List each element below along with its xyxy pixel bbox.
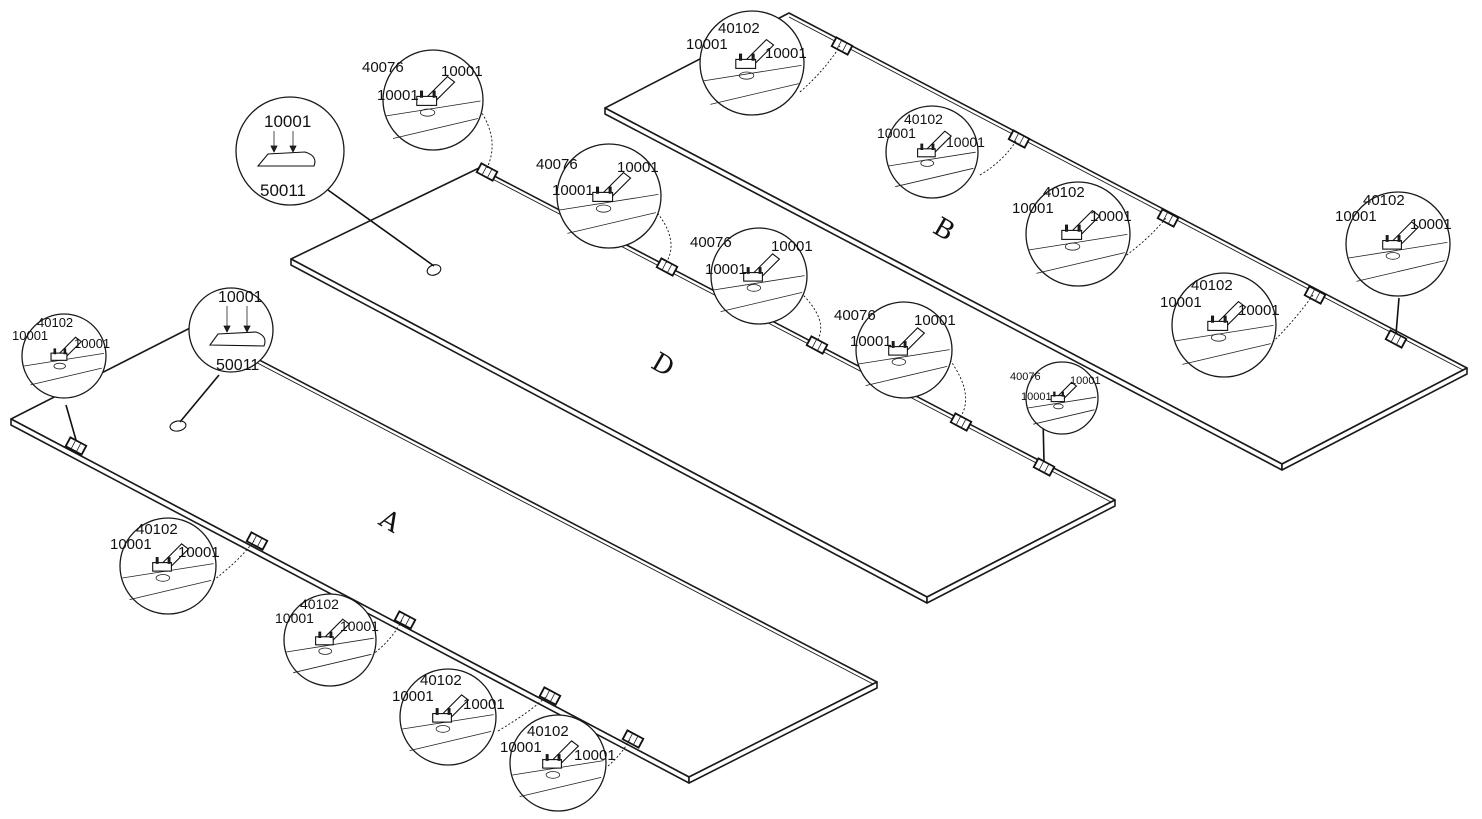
part-code-label: 10001 (1160, 294, 1202, 311)
svg-text:10001: 10001 (218, 289, 263, 306)
part-code-label: 10001 (617, 159, 659, 176)
part-code-label: 10001 (441, 63, 483, 80)
part-code-label: 10001 (1021, 391, 1052, 403)
part-code-label: 10001 (463, 696, 505, 713)
part-code-label: 10001 (1410, 216, 1452, 233)
part-code-label: 10001 (574, 747, 616, 764)
part-code-label: 40102 (420, 672, 462, 689)
part-code-label: 40076 (690, 234, 732, 251)
handle-callout-a: 10001 50011 (188, 287, 274, 374)
part-code-label: 10001 (178, 544, 220, 561)
hinge-callout-d-1: 40076 10001 10001 (536, 143, 662, 249)
part-code-label: 10001 (765, 45, 807, 62)
part-code-label: 10001 (275, 610, 314, 626)
part-code-label: 10001 (1012, 200, 1054, 217)
part-code-label: 40102 (37, 315, 73, 330)
part-code-label: 10001 (946, 134, 985, 150)
hinge-callout-d-top: 40076 10001 10001 (362, 49, 484, 151)
panel-d: D (290, 167, 1116, 604)
part-code-label: 10001 (340, 618, 379, 634)
part-code-label: 10001 (877, 125, 916, 141)
part-code-label: 10001 (914, 312, 956, 329)
part-code-label: 10001 (686, 36, 728, 53)
part-code-label: 10001 (771, 238, 813, 255)
part-code-label: 10001 (705, 261, 747, 278)
part-code-label: 40076 (362, 59, 404, 76)
handle-hole-a (169, 420, 187, 432)
part-code-label: 10001 (110, 536, 152, 553)
part-code-label: 10001 (1090, 208, 1132, 225)
part-code-label: 40076 (536, 156, 578, 173)
hinge-callout-d-2: 40076 10001 10001 (690, 227, 813, 325)
part-code-label: 10001 (392, 688, 434, 705)
part-code-label: 40102 (1363, 192, 1405, 209)
part-code-label: 40102 (718, 20, 760, 37)
part-code-label: 40102 (1191, 277, 1233, 294)
hinge-callout-d-3: 40076 10001 10001 (834, 301, 956, 399)
part-code-label: 10001 (552, 182, 594, 199)
part-code-label: 40102 (136, 521, 178, 538)
part-code-label: 40102 (904, 111, 943, 127)
part-code-label: 10001 (500, 739, 542, 756)
part-code-label: 10001 (1335, 208, 1377, 225)
part-code-label: 10001 (1238, 302, 1280, 319)
hinge-callout-d-4: 40076 10001 10001 (1010, 361, 1101, 435)
part-code-label: 10001 (12, 328, 48, 343)
hinge-plates (64, 36, 1408, 749)
part-code-label: 40076 (834, 307, 876, 324)
part-code-label: 10001 (74, 336, 110, 351)
handle-callout-d: 10001 50011 (235, 96, 345, 206)
svg-text:50011: 50011 (216, 357, 259, 374)
part-code-label: 10001 (377, 87, 419, 104)
part-code-label: 10001 (850, 333, 892, 350)
svg-text:50011: 50011 (260, 181, 306, 200)
part-code-label: 40102 (527, 723, 569, 740)
part-code-label: 10001 (1070, 375, 1101, 387)
part-code-label: 40102 (300, 596, 339, 612)
part-code-label: 40076 (1010, 371, 1041, 383)
part-code-label: 40102 (1043, 184, 1085, 201)
svg-text:10001: 10001 (264, 112, 311, 131)
